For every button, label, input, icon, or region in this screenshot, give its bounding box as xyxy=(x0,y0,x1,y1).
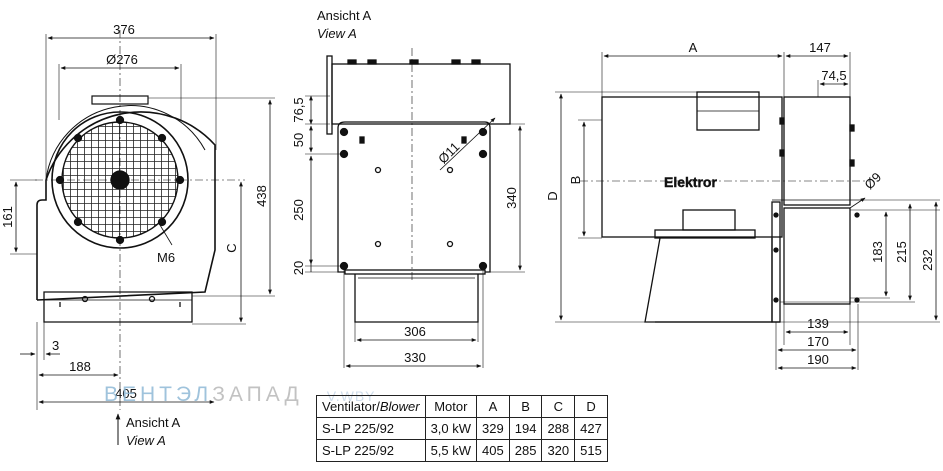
header-a: A xyxy=(476,395,510,418)
side-view-labels: Elektror A 147 74,5 B D Ø9 183 215 232 1… xyxy=(545,40,935,367)
outlet-flange xyxy=(771,201,781,323)
outlet-duct xyxy=(783,207,851,305)
label-m6: M6 xyxy=(157,250,175,265)
header-d: D xyxy=(574,395,608,418)
table-cell: 194 xyxy=(508,417,543,440)
view-a-title-de: Ansicht A xyxy=(317,8,372,23)
table-cell: S-LP 225/92 xyxy=(316,439,426,462)
outlet-box xyxy=(354,272,479,323)
dim-b: B xyxy=(568,176,583,185)
table-cell: 285 xyxy=(508,439,543,462)
flange-plate xyxy=(326,55,333,135)
table-cell: 288 xyxy=(541,417,576,440)
table-cell: 515 xyxy=(574,439,608,462)
side-view xyxy=(555,52,940,370)
table-row: S-LP 225/92 5,5 kW 405 285 320 515 xyxy=(316,439,608,462)
spec-table: Ventilator/Blower Motor A B C D S-LP 225… xyxy=(316,395,608,462)
dim-405: 405 xyxy=(115,386,137,401)
dim-74-5: 74,5 xyxy=(821,68,846,83)
dim-9: Ø9 xyxy=(861,169,884,192)
dim-50: 50 xyxy=(291,133,306,147)
header-b: B xyxy=(508,395,543,418)
dim-76-5: 76,5 xyxy=(291,97,306,122)
table-cell: 3,0 kW xyxy=(424,417,478,440)
table-cell: 320 xyxy=(541,439,576,462)
front-view xyxy=(10,30,275,410)
dim-d: D xyxy=(545,191,560,200)
watermark-part-1: ВЕНТ xyxy=(104,383,177,406)
dim-438: 438 xyxy=(254,185,269,207)
dim-250: 250 xyxy=(291,199,306,221)
table-cell: 405 xyxy=(476,439,510,462)
dim-215: 215 xyxy=(894,241,909,263)
view-a-labels: Ansicht A View A 76,5 50 250 20 340 Ø11 … xyxy=(291,8,519,365)
motor-housing xyxy=(601,96,783,238)
watermark-part-2: ЭЛ xyxy=(176,383,213,406)
dim-a: A xyxy=(689,40,698,55)
dim-170: 170 xyxy=(807,334,829,349)
table-row: S-LP 225/92 3,0 kW 329 194 288 427 xyxy=(316,417,608,440)
motor-foot xyxy=(654,229,756,239)
support-frame xyxy=(644,237,773,323)
table-cell: 5,5 kW xyxy=(424,439,478,462)
brand-logo: Elektror xyxy=(664,174,717,190)
view-a xyxy=(305,48,525,368)
motor-body xyxy=(331,63,511,125)
dim-190: 190 xyxy=(807,352,829,367)
dim-306: 306 xyxy=(404,324,426,339)
dim-376: 376 xyxy=(113,22,135,37)
front-view-labels: 376 Ø276 438 C 161 M6 3 188 405 xyxy=(0,22,269,401)
table-header-row: Ventilator/Blower Motor A B C D xyxy=(316,395,608,418)
dim-340: 340 xyxy=(504,187,519,209)
fan-cover xyxy=(783,96,851,206)
view-a-title-en: View A xyxy=(317,26,357,41)
dim-c: C xyxy=(224,243,239,252)
header-c: C xyxy=(541,395,576,418)
outlet-plate xyxy=(43,291,193,323)
dim-276: Ø276 xyxy=(106,52,138,67)
watermark-part-3: ЗАПАД xyxy=(212,383,303,406)
dim-183: 183 xyxy=(870,241,885,263)
motor-foot-block xyxy=(682,209,736,231)
header-blower: Ventilator/Blower xyxy=(316,395,426,418)
dim-161: 161 xyxy=(0,206,15,228)
header-motor: Motor xyxy=(424,395,478,418)
table-cell: S-LP 225/92 xyxy=(316,417,426,440)
arrow-label-en: View A xyxy=(126,433,166,448)
dim-330: 330 xyxy=(404,350,426,365)
dim-20: 20 xyxy=(291,261,306,275)
table-cell: 427 xyxy=(574,417,608,440)
arrow-label-de: Ansicht A xyxy=(126,415,181,430)
fan-housing-outline xyxy=(36,111,216,301)
dim-188: 188 xyxy=(69,359,91,374)
mounting-holes xyxy=(339,127,488,271)
dim-3: 3 xyxy=(52,338,59,353)
dim-232: 232 xyxy=(920,249,935,271)
dim-139: 139 xyxy=(807,316,829,331)
view-a-arrow: Ansicht A View A xyxy=(115,413,181,448)
dim-11: Ø11 xyxy=(435,139,462,166)
table-cell: 329 xyxy=(476,417,510,440)
dim-147: 147 xyxy=(809,40,831,55)
